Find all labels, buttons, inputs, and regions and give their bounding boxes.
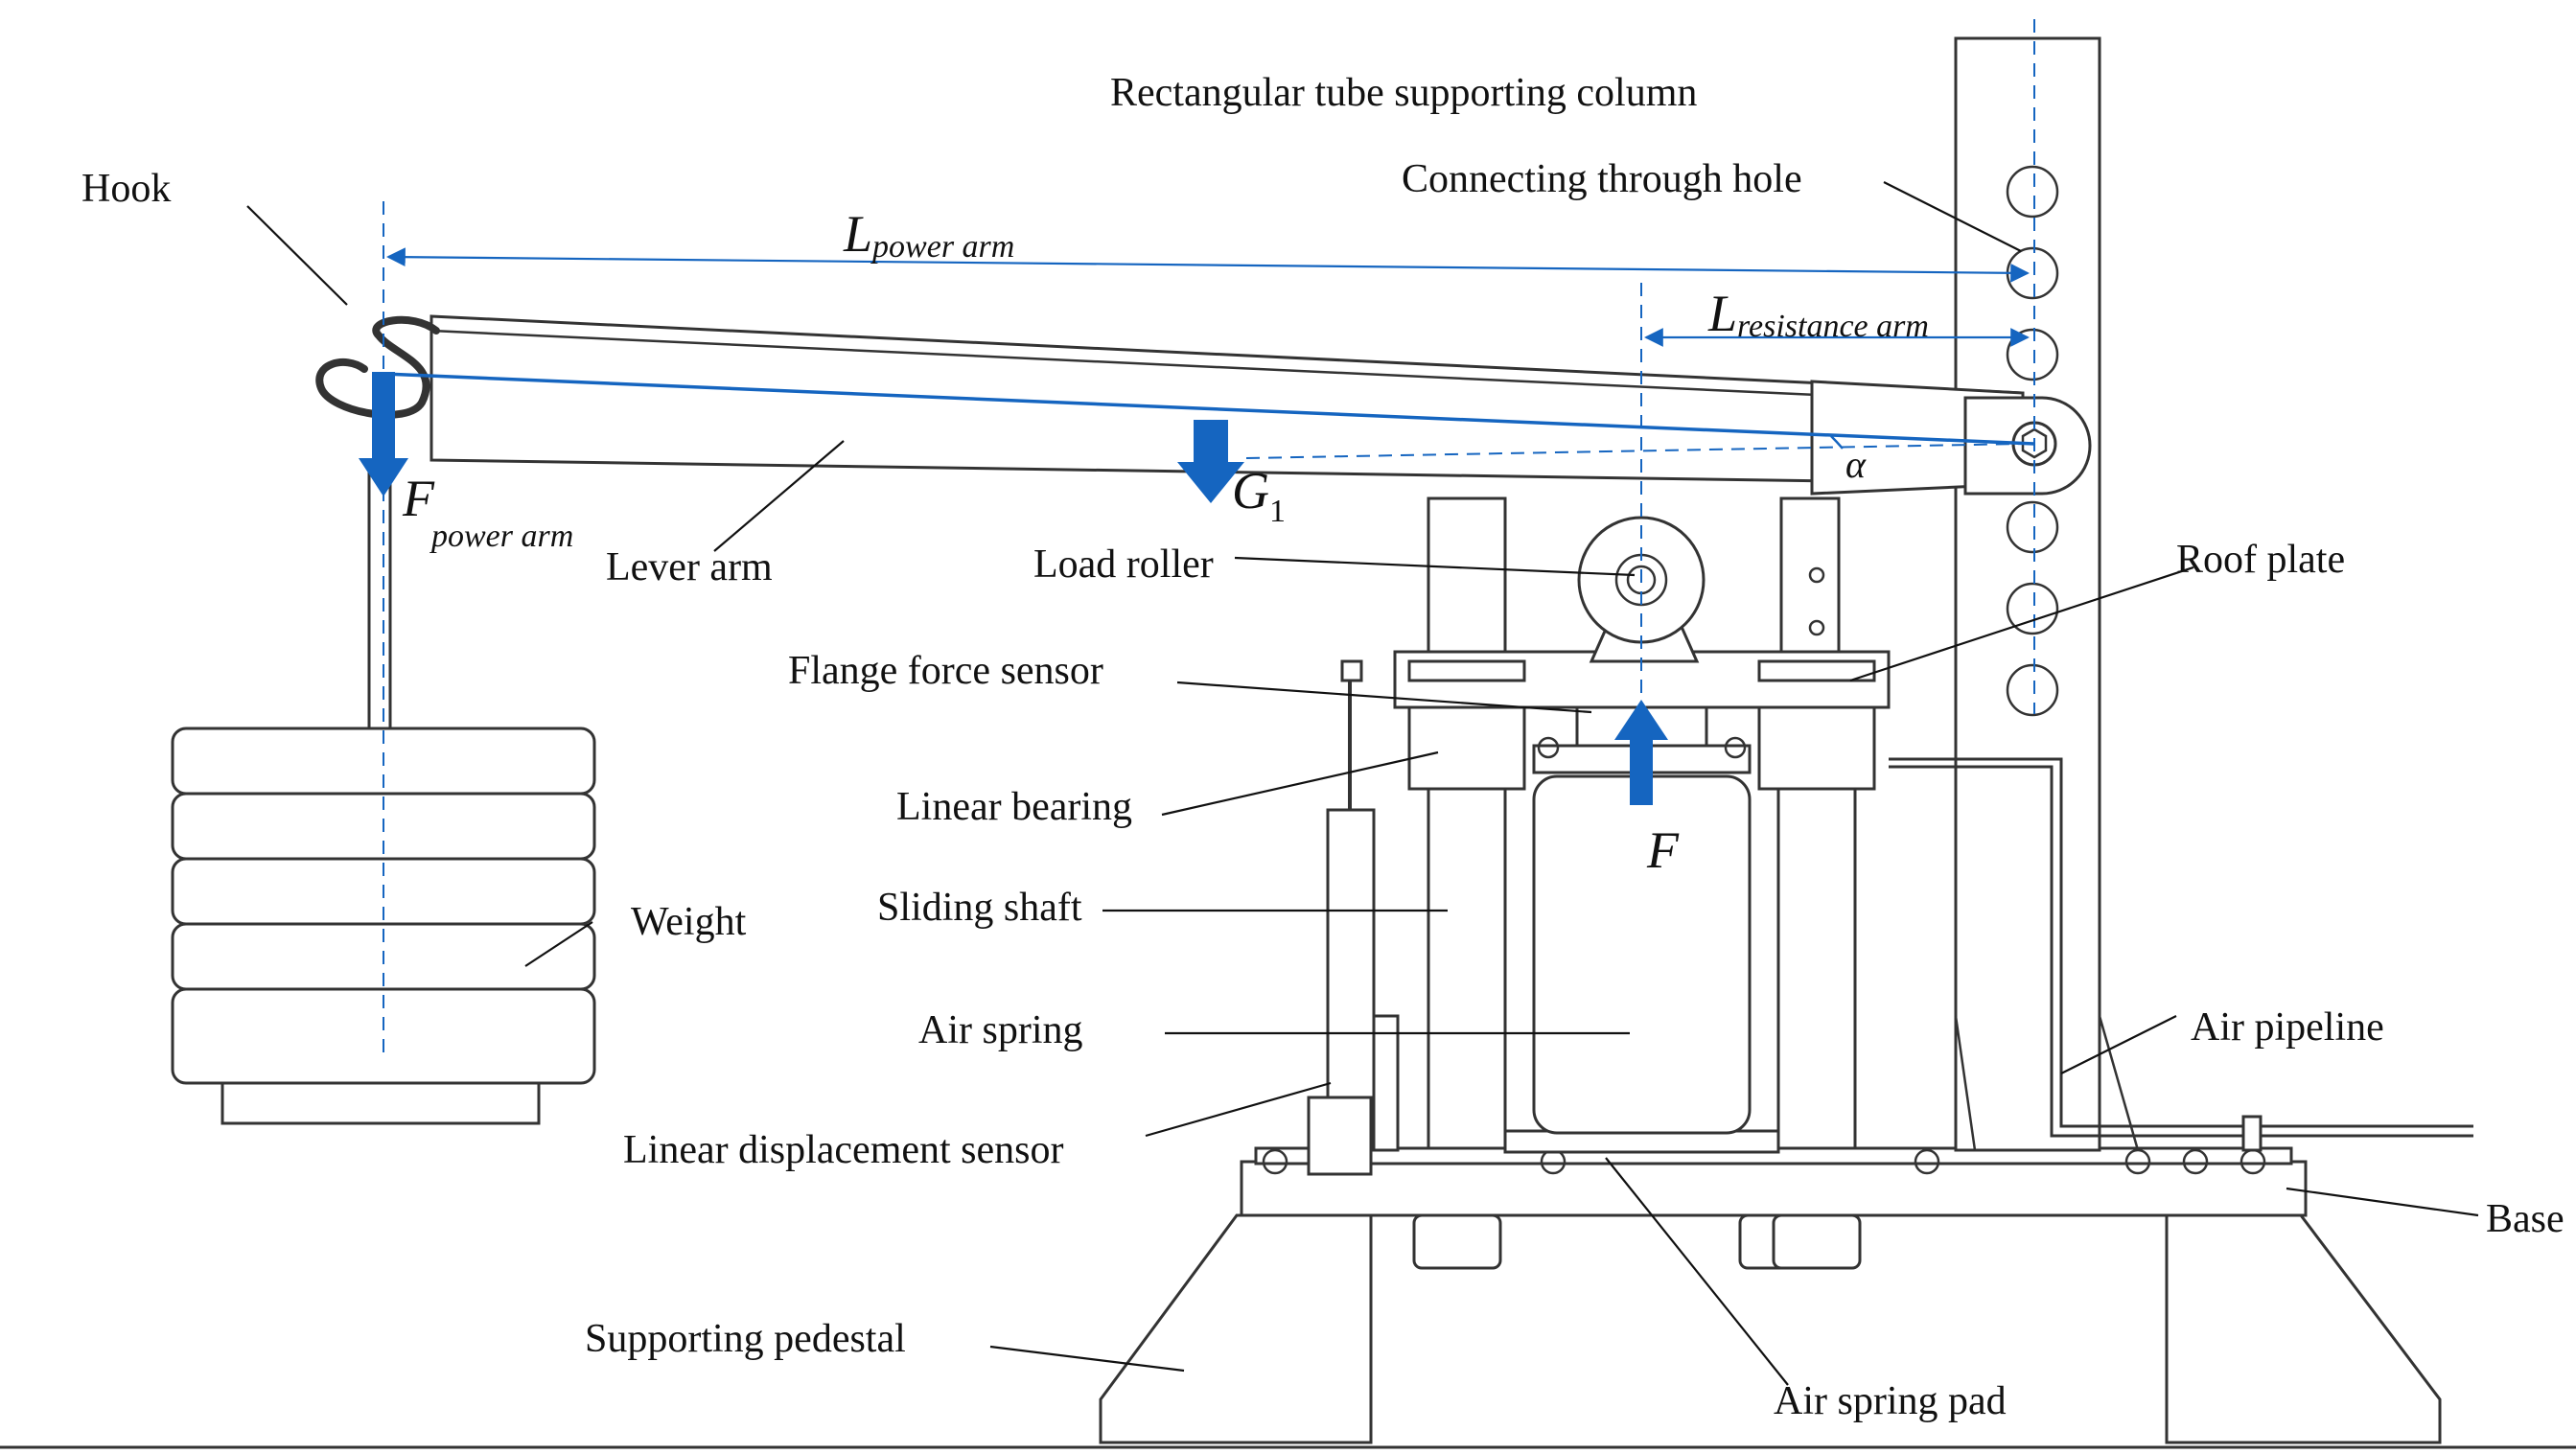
label-roof-plate: Roof plate: [2176, 538, 2345, 582]
rectangular-tube-column: [1954, 36, 2140, 1152]
alpha-arc: [1830, 435, 1844, 450]
label-load-roller: Load roller: [1033, 542, 1214, 587]
dimension-lines: [386, 247, 2030, 347]
symbol-g1: G1: [1232, 462, 1286, 529]
label-base: Base: [2486, 1197, 2564, 1241]
label-air-spring-pad: Air spring pad: [1774, 1379, 2007, 1423]
label-column: Rectangular tube supporting column: [1110, 71, 1697, 115]
centre-lines: [383, 19, 2035, 1054]
label-through-hole: Connecting through hole: [1402, 157, 1802, 201]
force-arrows: [359, 372, 1668, 805]
base-plate: [1240, 1146, 2308, 1217]
symbol-l-power-arm: Lpower arm: [843, 205, 1014, 265]
sliding-shaft: [1427, 784, 1857, 1150]
f-power-arm-arrow: [359, 372, 408, 496]
label-flange-sensor: Flange force sensor: [788, 649, 1103, 693]
f-arrow: [1614, 700, 1668, 805]
g1-arrow: [1177, 420, 1244, 503]
linear-displacement-sensor: [1307, 659, 1400, 1176]
symbol-f: F: [1646, 821, 1680, 879]
label-weight: Weight: [631, 900, 747, 944]
symbol-alpha: α: [1845, 443, 1867, 486]
air-pipeline: [1889, 757, 2473, 1152]
lever-axis-line: [383, 372, 2035, 446]
label-linear-bearing: Linear bearing: [896, 785, 1132, 829]
label-air-spring: Air spring: [918, 1008, 1083, 1052]
air-spring: [1532, 774, 1752, 1135]
label-hook: Hook: [81, 167, 171, 211]
base-nuts: [1412, 1213, 1862, 1270]
label-sliding-shaft: Sliding shaft: [877, 886, 1082, 930]
supporting-pedestal: [1099, 1213, 2442, 1444]
hook: [315, 315, 440, 419]
leader-lines: [246, 181, 2479, 1386]
roller-support: [1427, 496, 1841, 663]
label-lever-arm: Lever arm: [606, 545, 773, 589]
label-supporting-pedestal: Supporting pedestal: [585, 1317, 906, 1361]
label-air-pipeline: Air pipeline: [2191, 1005, 2384, 1050]
symbol-l-resistance-arm: Lresistance arm: [1707, 285, 1929, 344]
label-linear-disp-sensor: Linear displacement sensor: [623, 1128, 1064, 1172]
